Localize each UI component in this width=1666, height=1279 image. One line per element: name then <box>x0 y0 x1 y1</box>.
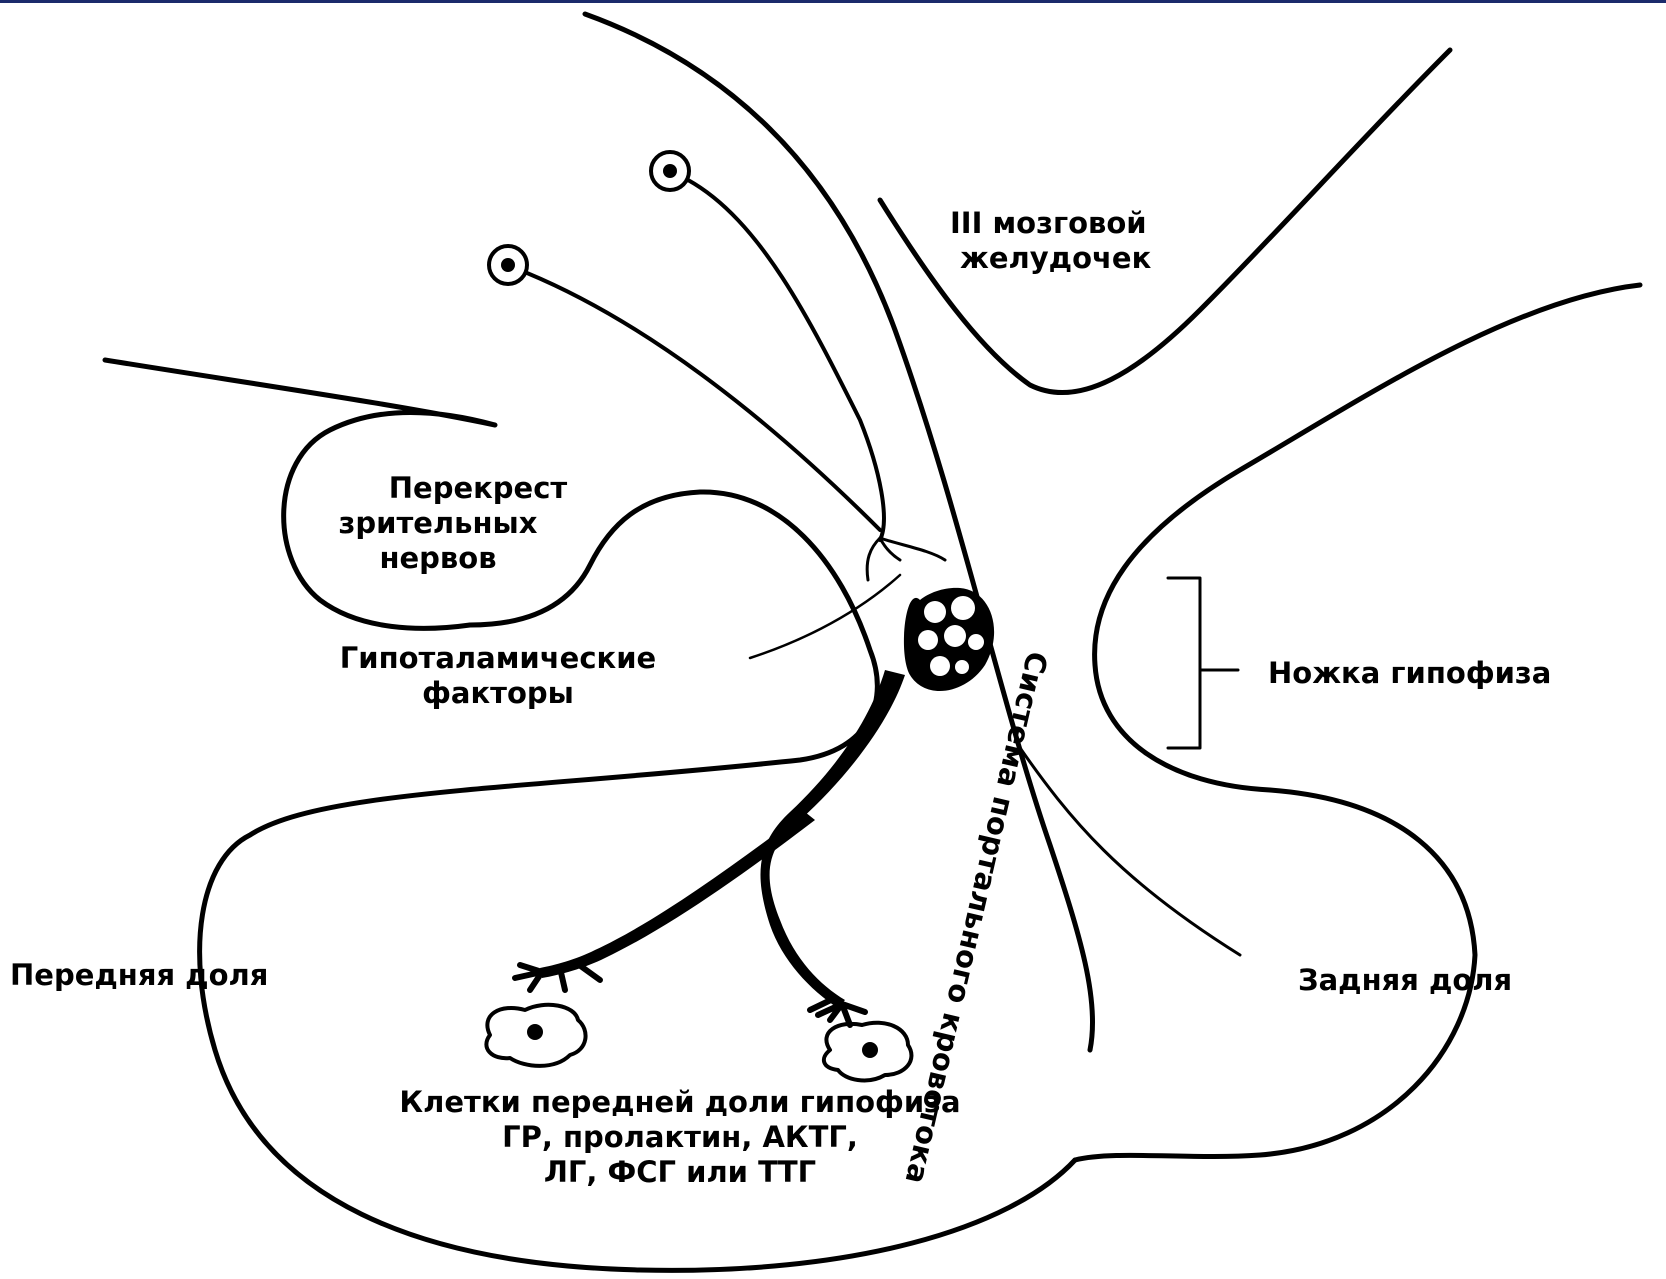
label-ventricle-line2: желудочек <box>960 241 1152 275</box>
label-cells-line3: ЛГ, ФСГ или ТТГ <box>544 1155 816 1189</box>
label-stalk: Ножка гипофиза <box>1268 656 1551 690</box>
anterior-cell-right <box>824 1023 912 1081</box>
axon-upper <box>688 180 884 540</box>
plexus-loop <box>944 625 966 647</box>
stalk-bracket <box>1168 578 1238 748</box>
posterior-lobe-contour <box>1075 285 1640 1160</box>
factors-pointer <box>750 575 900 658</box>
neuron-nucleus-upper <box>663 164 677 178</box>
anterior-cell-left <box>486 1005 585 1066</box>
ventricle-left-wall <box>585 14 1093 1050</box>
capillary-plexus <box>904 588 994 691</box>
plexus-loop <box>924 601 946 623</box>
label-posterior-lobe: Задняя доля <box>1298 963 1512 997</box>
label-chiasm-line1: Перекрест <box>389 471 568 505</box>
label-factors-line1: Гипоталамические <box>340 641 656 675</box>
axon-terminal <box>867 538 945 580</box>
label-chiasm-line2: зрительных <box>339 506 538 540</box>
label-chiasm-line3: нервов <box>379 541 496 575</box>
cell-nucleus <box>862 1042 878 1058</box>
label-anterior-lobe: Передняя доля <box>10 958 268 992</box>
neuron-upper <box>651 152 884 540</box>
plexus-loop <box>951 596 975 620</box>
label-cells-line1: Клетки передней доли гипофиза <box>399 1085 960 1119</box>
plexus-loop <box>918 630 938 650</box>
label-factors-line2: факторы <box>422 676 574 710</box>
label-ventricle-line1: III мозговой <box>950 206 1147 240</box>
plexus-loop <box>955 660 969 674</box>
plexus-loop <box>968 634 984 650</box>
label-cells-line2: ГР, пролактин, АКТГ, <box>502 1120 858 1154</box>
neuron-nucleus-lower <box>501 258 515 272</box>
plexus-loop <box>930 656 950 676</box>
cell-nucleus <box>527 1024 543 1040</box>
portal-vessel-branch <box>540 812 815 978</box>
